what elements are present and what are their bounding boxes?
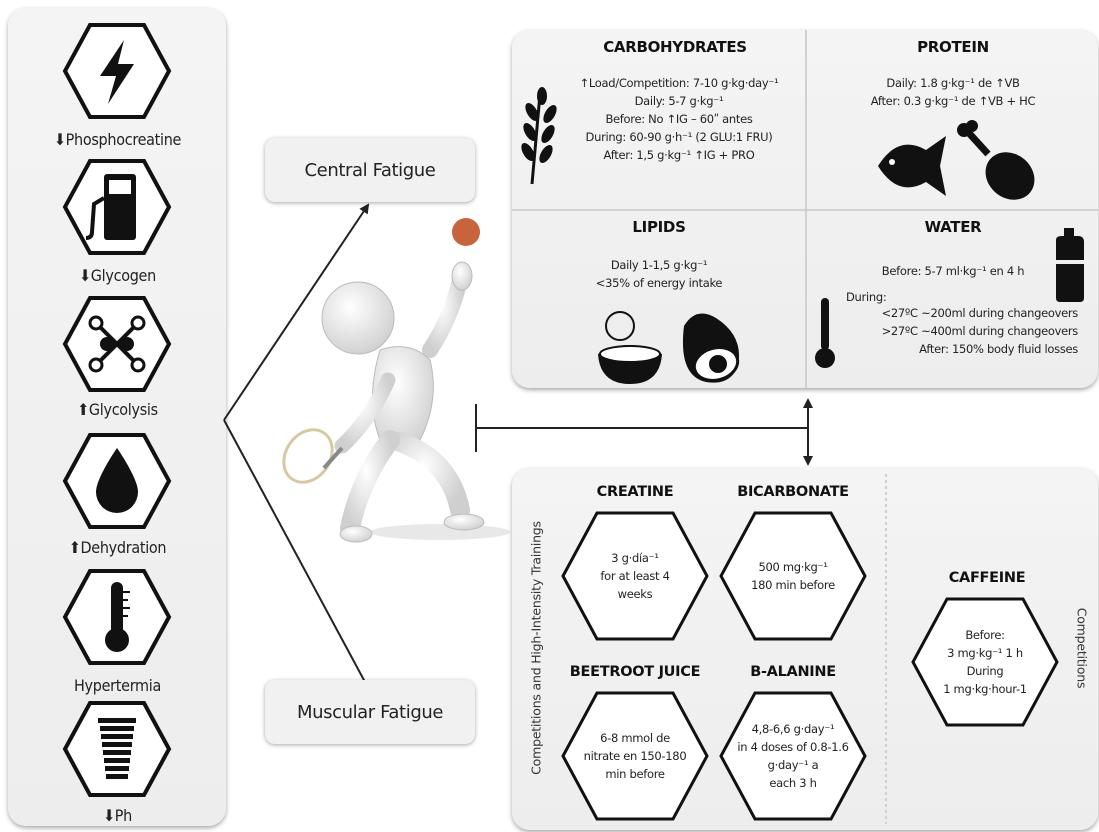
beetroot-line: 6-8 mmol de [600, 731, 670, 745]
water-during-label: During: [846, 290, 887, 304]
indicator-label: Hypertermia [74, 676, 161, 695]
bicarbonate-line: 180 min before [751, 578, 835, 592]
thermometer-icon [815, 298, 835, 368]
bicarbonate-title: BICARBONATE [737, 484, 849, 500]
carb-line: Before: No ↑IG – 60ʺ antes [605, 112, 753, 126]
indicator-label: ⬇Glycogen [79, 266, 156, 285]
indicator-glycolysis [62, 295, 172, 393]
carbohydrates-title: CARBOHYDRATES [603, 38, 747, 56]
indicator-glycogen [62, 158, 172, 256]
carb-line: Daily: 5-7 g·kg⁻¹ [634, 94, 724, 108]
lipids-title: LIPIDS [632, 218, 686, 236]
carb-line: During: 60-90 g·h⁻¹ (2 GLU:1 FRU) [585, 130, 773, 144]
fuel-pump-icon [85, 174, 136, 240]
protein-line: Daily: 1.8 g·kg⁻¹ de ↑VB [886, 76, 1020, 90]
creatine-line: 3 g·día⁻¹ [611, 551, 659, 565]
beetroot-line: nitrate en 150-180 [583, 749, 687, 763]
beetroot-line: min before [605, 767, 665, 781]
water-title: WATER [924, 218, 982, 236]
protein-text: Daily: 1.8 g·kg⁻¹ de ↑VB After: 0.3 g·kg… [808, 74, 1098, 110]
chicken-leg-icon [957, 120, 1035, 200]
supplements-divider [885, 474, 887, 824]
thermometer-icon [105, 582, 130, 652]
water-line: <27ºC ~200ml during changeovers [881, 306, 1079, 320]
coconut-icon [598, 311, 662, 384]
beta-alanine-hexagon: 4,8-6,6 g·day⁻¹ in 4 doses of 0.8-1.6 g·… [718, 690, 868, 822]
molecule-icon [88, 315, 146, 373]
indicators-panel [8, 8, 226, 826]
water-line: After: 150% body fluid losses [919, 342, 1078, 356]
water-before: Before: 5-7 ml·kg⁻¹ en 4 h [881, 264, 1025, 278]
wheat-icon [521, 87, 557, 185]
beta-alanine-line: each 3 h [769, 776, 817, 790]
lightning-bolt-icon [100, 40, 134, 104]
carb-line: ↑Load/Competition: 7-10 g·kg·day⁻¹ [579, 76, 779, 90]
beta-alanine-line: 4,8-6,6 g·day⁻¹ [751, 722, 835, 736]
beta-alanine-title: Β-ALANINE [750, 664, 836, 680]
water-line: >27ºC ~400ml during changeovers [881, 324, 1079, 338]
indicator-label: ⬇Phosphocreatine [53, 130, 182, 149]
beta-alanine-line: in 4 doses of 0.8-1.6 [737, 740, 849, 754]
caffeine-line: During [966, 664, 1004, 678]
caffeine-hexagon: Before: 3 mg·kg⁻¹ 1 h During 1 mg·kg·hou… [910, 596, 1060, 728]
muscular-fatigue-box: Muscular Fatigue [265, 680, 475, 744]
lipids-line: <35% of energy intake [595, 276, 723, 290]
caffeine-line: Before: [965, 628, 1005, 642]
tennis-player-figure [282, 218, 510, 543]
indicator-label: ⬇Ph [103, 806, 132, 825]
lipids-text: Daily 1-1,5 g·kg⁻¹ <35% of energy intake [512, 256, 806, 292]
caffeine-line: 3 mg·kg⁻¹ 1 h [947, 646, 1023, 660]
bicarbonate-hexagon: 500 mg·kg⁻¹ 180 min before [718, 510, 868, 642]
water-drop-icon [96, 448, 138, 513]
supplements-side-label-left: Competitions and High-Intensity Training… [528, 521, 544, 775]
lipids-line: Daily 1-1,5 g·kg⁻¹ [610, 258, 708, 272]
beta-alanine-line: g·day⁻¹ a [767, 758, 819, 772]
creatine-line: for at least 4 [600, 569, 670, 583]
central-fatigue-box: Central Fatigue [265, 138, 475, 202]
caffeine-line: 1 mg·kg·hour-1 [943, 682, 1027, 696]
creatine-hexagon: 3 g·día⁻¹ for at least 4 weeks [560, 510, 710, 642]
carbohydrates-text: ↑Load/Competition: 7-10 g·kg·day⁻¹ Daily… [566, 74, 792, 164]
supplements-side-label-right: Competitions [1074, 607, 1090, 689]
fish-icon [878, 136, 946, 196]
beetroot-hexagon: 6-8 mmol de nitrate en 150-180 min befor… [560, 690, 710, 822]
protein-line: After: 0.3 g·kg⁻¹ de ↑VB + HC [870, 94, 1036, 108]
carb-line: After: 1,5 g·kg⁻¹ ↑IG + PRO [603, 148, 755, 162]
nutrition-grid-lines [512, 30, 1098, 388]
indicator-hypertermia [62, 568, 172, 666]
indicator-label: ⬆Glycolysis [77, 400, 158, 419]
indicator-phosphocreatine [62, 22, 172, 120]
water-bottle-icon [1056, 228, 1084, 302]
caffeine-title: CAFFEINE [948, 570, 1026, 586]
bicarbonate-line: 500 mg·kg⁻¹ [758, 560, 828, 574]
indicator-ph [62, 700, 172, 798]
tennis-ball-icon [452, 218, 480, 246]
nutrition-panel [512, 30, 1098, 388]
creatine-line: weeks [617, 587, 653, 601]
beetroot-title: BEETROOT JUICE [569, 664, 701, 680]
avocado-icon [682, 313, 740, 383]
protein-title: PROTEIN [917, 38, 989, 56]
indicator-label: ⬆Dehydration [68, 538, 167, 557]
water-during-text: <27ºC ~200ml during changeovers >27ºC ~4… [842, 304, 1079, 358]
indicator-dehydration [62, 432, 172, 530]
creatine-title: CREATINE [596, 484, 674, 500]
ph-scale-icon [98, 718, 136, 779]
